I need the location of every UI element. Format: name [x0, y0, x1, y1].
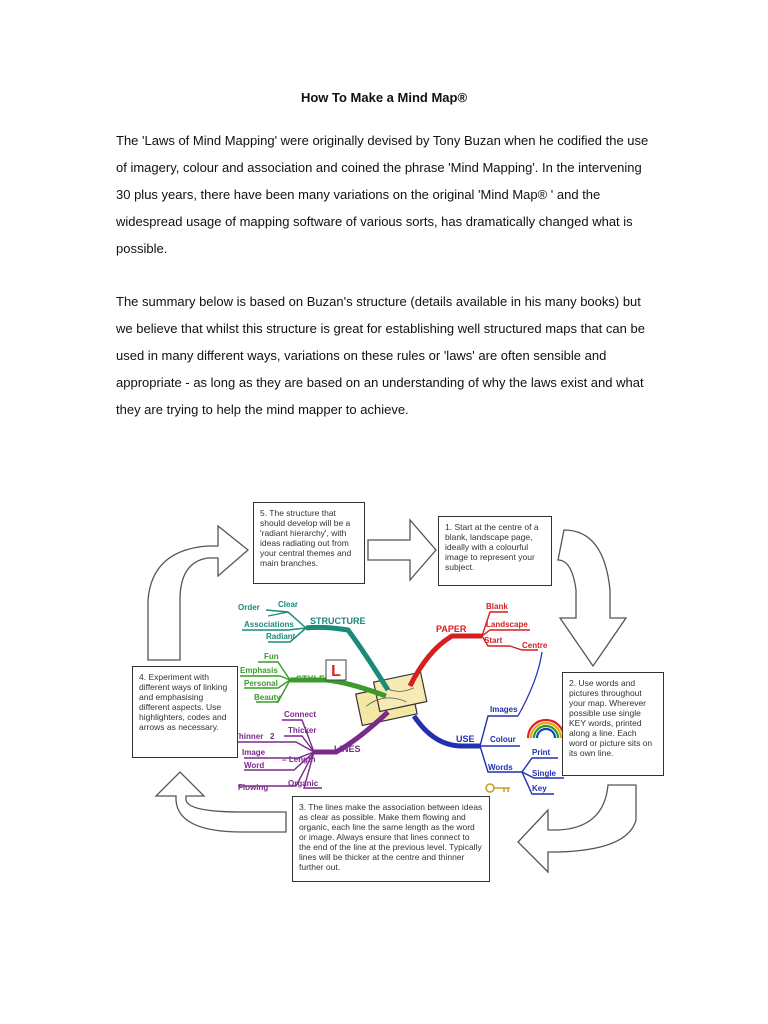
- label-blank: Blank: [486, 602, 508, 611]
- intro-paragraph: The 'Laws of Mind Mapping' were original…: [116, 133, 649, 256]
- arrow-up-right: [147, 524, 250, 661]
- step-4-box: 4. Experiment with different ways of lin…: [132, 666, 238, 758]
- label-thinner: Thinner: [234, 732, 263, 741]
- arrow-top-right: [367, 518, 437, 582]
- label-colour: Colour: [490, 735, 516, 744]
- label-clear: Clear: [278, 600, 298, 609]
- label-flowing: Flowing: [238, 783, 268, 792]
- label-organic: Organic: [288, 779, 319, 788]
- branch-label-structure: STRUCTURE: [310, 616, 366, 626]
- step-3-box: 3. The lines make the association betwee…: [292, 796, 490, 882]
- arrow-left-up: [154, 771, 287, 833]
- label-personal: Personal: [244, 679, 278, 688]
- label-radiant: Radiant: [266, 632, 296, 641]
- arrow-bottom-left: [517, 784, 637, 874]
- label-two: 2: [270, 732, 275, 741]
- page-title: How To Make a Mind Map®: [300, 90, 468, 105]
- label-emphasis: Emphasis: [240, 666, 278, 675]
- mind-map-figure: L STRUCTURE Order Clear Associations Rad…: [118, 490, 668, 910]
- label-landscape: Landscape: [486, 620, 528, 629]
- label-thicker: Thicker: [288, 726, 316, 735]
- branch-label-use: USE: [456, 734, 475, 744]
- label-images: Images: [490, 705, 518, 714]
- branch-label-paper: PAPER: [436, 624, 467, 634]
- label-fun: Fun: [264, 652, 279, 661]
- label-start: Start: [484, 636, 503, 645]
- label-length: = Length: [282, 755, 316, 764]
- mind-map-diagram: L STRUCTURE Order Clear Associations Rad…: [147, 518, 637, 874]
- label-connect: Connect: [284, 710, 316, 719]
- label-image: Image: [242, 748, 266, 757]
- label-single: Single: [532, 769, 557, 778]
- label-words: Words: [488, 763, 513, 772]
- label-word: Word: [244, 761, 264, 770]
- step-5-box: 5. The structure that should develop wil…: [253, 502, 365, 584]
- l-badge-icon: L: [325, 659, 347, 681]
- label-centre: Centre: [522, 641, 548, 650]
- label-beauty: Beauty: [254, 693, 281, 702]
- label-print: Print: [532, 748, 551, 757]
- arrow-right-down: [557, 529, 628, 668]
- step-2-box: 2. Use words and pictures throughout you…: [562, 672, 664, 776]
- step-1-box: 1. Start at the centre of a blank, lands…: [438, 516, 552, 586]
- rainbow-icon: [526, 718, 566, 739]
- label-associations: Associations: [244, 620, 294, 629]
- key-icon: [485, 783, 510, 793]
- svg-text:L: L: [331, 663, 341, 680]
- summary-paragraph: The summary below is based on Buzan's st…: [116, 294, 645, 417]
- label-key: Key: [532, 784, 547, 793]
- branch-label-style: STYLE: [296, 674, 325, 684]
- branch-label-lines: LINES: [334, 744, 361, 754]
- label-order: Order: [238, 603, 260, 612]
